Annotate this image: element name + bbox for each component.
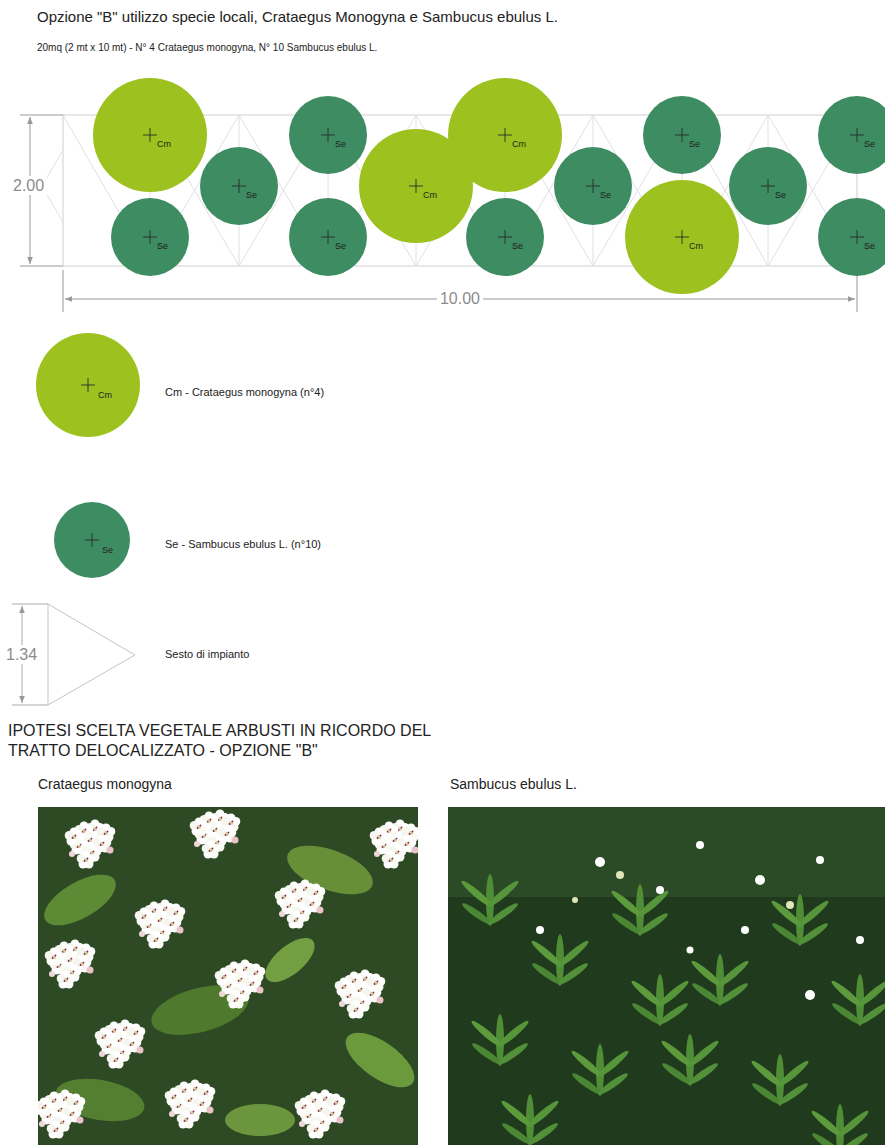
cross-line — [498, 230, 512, 244]
center-cross — [643, 96, 721, 174]
center-cross — [448, 78, 562, 192]
species-code: Cm — [157, 139, 171, 150]
shrub-circle-large: Cm — [625, 180, 739, 294]
species-code: Se — [512, 241, 523, 252]
species-code: Cm — [98, 390, 112, 401]
shrub-circle-small: Se — [466, 198, 544, 276]
cross-line — [675, 128, 689, 142]
shrub-circle-small: Se — [818, 96, 885, 174]
species-code: Se — [102, 545, 113, 556]
species-code: Se — [246, 190, 257, 201]
shrub-circle-small: Se — [289, 198, 367, 276]
section-heading: IPOTESI SCELTA VEGETALE ARBUSTI IN RICOR… — [8, 721, 483, 761]
photo-caption: Crataegus monogyna — [38, 776, 172, 793]
center-cross — [200, 147, 278, 225]
center-cross — [111, 198, 189, 276]
shrub-circle-small: Se — [200, 147, 278, 225]
legend-text: Se - Sambucus ebulus L. (n°10) — [165, 538, 321, 551]
cross-line — [850, 128, 864, 142]
center-cross — [289, 96, 367, 174]
shrub-circle-small: Se — [818, 198, 885, 276]
legend-text: Cm - Crataegus monogyna (n°4) — [165, 386, 324, 399]
photo-caption: Sambucus ebulus L. — [450, 776, 577, 793]
title: Opzione "B" utilizzo specie locali, Crat… — [37, 8, 558, 26]
center-cross — [625, 180, 739, 294]
center-cross — [554, 147, 632, 225]
species-code: Se — [157, 241, 168, 252]
shrub-circle-small: Se — [643, 96, 721, 174]
elder-photo — [448, 807, 885, 1145]
cross-line — [761, 179, 775, 193]
shrub-circle-large: Cm — [448, 78, 562, 192]
center-cross — [466, 198, 544, 276]
cross-line — [232, 179, 246, 193]
cross-line — [143, 128, 157, 142]
center-cross — [818, 96, 885, 174]
center-cross — [54, 502, 130, 578]
species-code: Se — [335, 139, 346, 150]
species-code: Se — [689, 139, 700, 150]
shrub-circle-large: Cm — [93, 78, 207, 192]
species-code: Se — [864, 139, 875, 150]
center-cross — [289, 198, 367, 276]
center-cross — [36, 333, 140, 437]
center-cross — [729, 147, 807, 225]
cross-line — [85, 533, 99, 547]
cross-line — [81, 378, 95, 392]
species-code: Cm — [423, 190, 437, 201]
species-code: Se — [335, 241, 346, 252]
center-cross — [818, 198, 885, 276]
cross-line — [143, 230, 157, 244]
cross-line — [409, 179, 423, 193]
dimension-label: 10.00 — [437, 289, 483, 308]
hawthorn-photo — [38, 807, 418, 1145]
cross-line — [586, 179, 600, 193]
shrub-circle-small: Se — [729, 147, 807, 225]
dimension-label: 2.00 — [10, 176, 47, 195]
dimension-label: 1.34 — [3, 645, 40, 664]
legend-swatch — [36, 333, 140, 437]
shrub-circle-small: Se — [111, 198, 189, 276]
species-code: Se — [775, 190, 786, 201]
species-code: Cm — [689, 241, 703, 252]
center-cross — [93, 78, 207, 192]
shrub-circle-small: Se — [554, 147, 632, 225]
legend-text: Sesto di impianto — [165, 648, 249, 661]
species-code: Se — [600, 190, 611, 201]
cross-line — [321, 230, 335, 244]
cross-line — [675, 230, 689, 244]
cross-line — [850, 230, 864, 244]
species-code: Se — [864, 241, 875, 252]
shrub-circle-small: Se — [289, 96, 367, 174]
species-code: Cm — [512, 139, 526, 150]
subtitle: 20mq (2 mt x 10 mt) - N° 4 Crataegus mon… — [37, 42, 377, 54]
cross-line — [498, 128, 512, 142]
cross-line — [321, 128, 335, 142]
legend-swatch — [54, 502, 130, 578]
